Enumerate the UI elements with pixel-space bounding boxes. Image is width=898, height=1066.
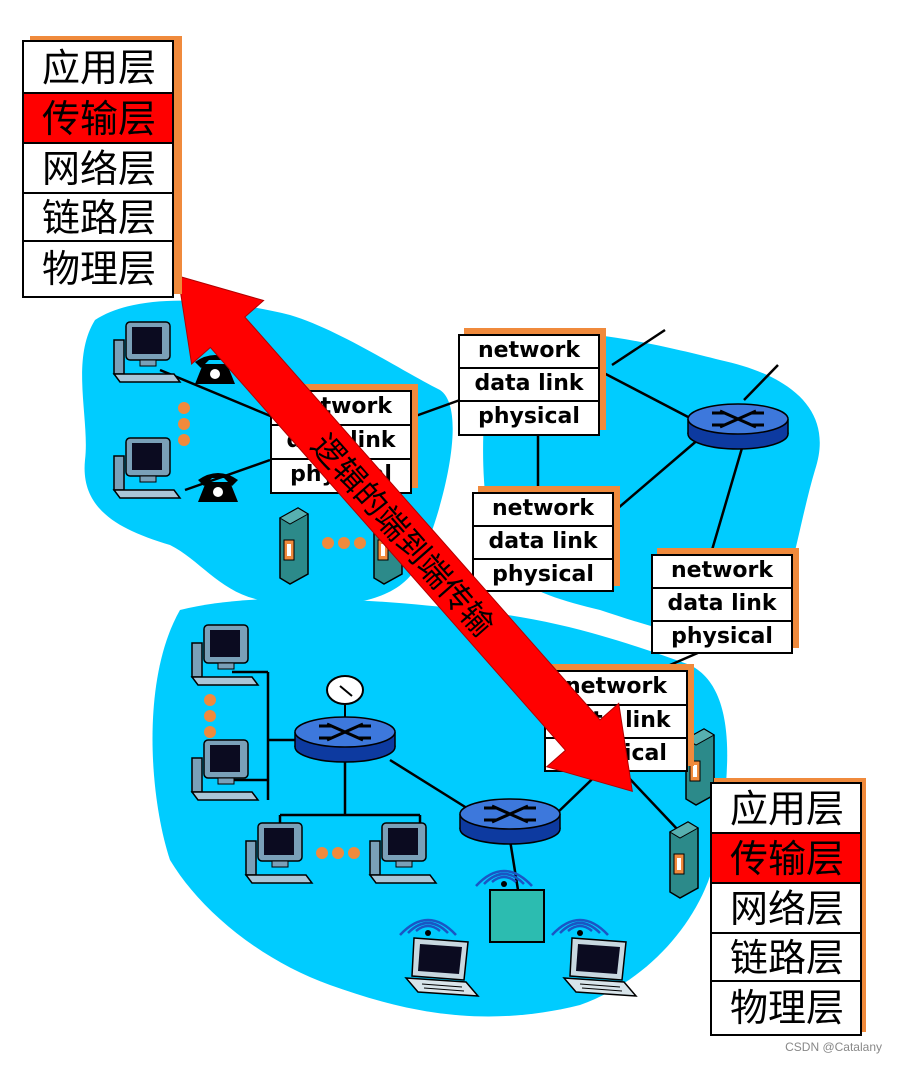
router-layer-physical: physical — [671, 624, 773, 649]
ellipsis-dots — [178, 402, 366, 859]
router-layer-datalink: data link — [474, 527, 612, 560]
router-stack-isp-top: network data link physical — [458, 328, 606, 436]
watermark-credit: CSDN @Catalany — [785, 1040, 882, 1054]
router-layer-datalink: data link — [653, 589, 791, 622]
router-layer-network: network — [474, 494, 612, 527]
layer-link: 链路层 — [712, 934, 860, 982]
layer-physical: 物理层 — [730, 986, 845, 1030]
source-host-stack: 应用层 传输层 网络层 链路层 物理层 — [22, 36, 182, 298]
router-layer-network: network — [460, 336, 598, 369]
router-layer-datalink: data link — [460, 369, 598, 402]
router-layer-network: network — [546, 672, 686, 706]
layer-transport: 传输层 — [24, 94, 172, 144]
layer-network: 网络层 — [24, 144, 172, 194]
router-layer-physical: physical — [492, 562, 594, 587]
router-stack-isp-middle: network data link physical — [472, 486, 620, 592]
layer-application: 应用层 — [712, 784, 860, 834]
layer-physical: 物理层 — [42, 247, 157, 291]
destination-host-stack: 应用层 传输层 网络层 链路层 物理层 — [710, 778, 866, 1036]
router-layer-physical: physical — [478, 404, 580, 429]
arrow-label: 逻辑的端到端传输 — [304, 427, 502, 644]
router-layer-network: network — [653, 556, 791, 589]
wireless-access-point-icon — [474, 869, 545, 943]
layer-network: 网络层 — [712, 884, 860, 934]
layer-transport: 传输层 — [712, 834, 860, 884]
router-stack-isp-right: network data link physical — [651, 548, 799, 654]
layer-application: 应用层 — [24, 42, 172, 94]
layer-link: 链路层 — [24, 194, 172, 242]
